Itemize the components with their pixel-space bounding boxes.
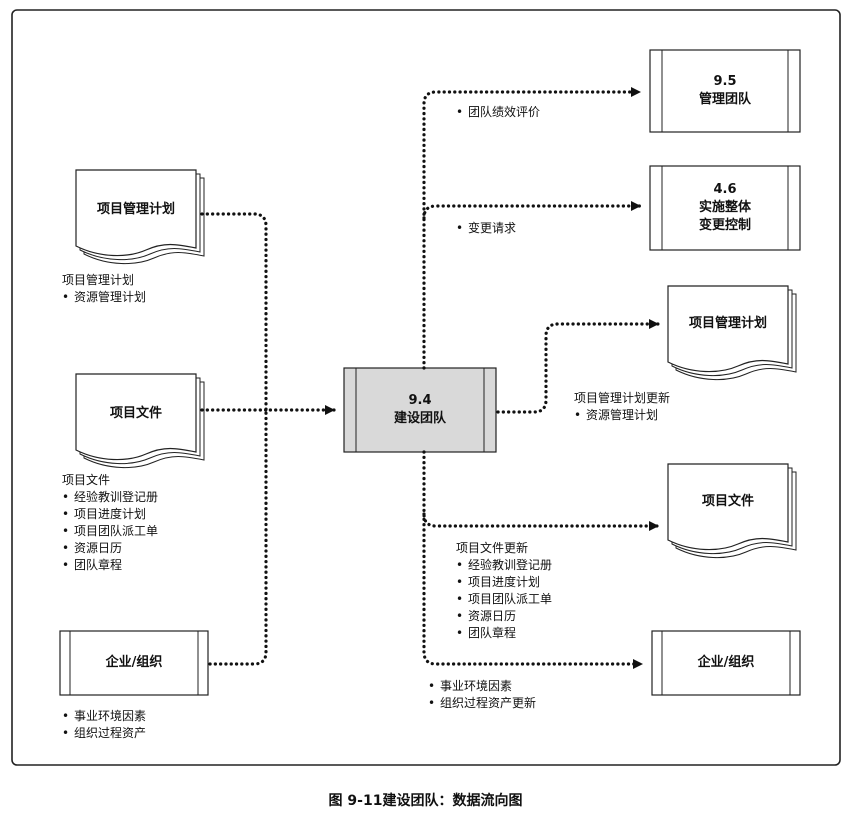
output-enterprise-annotation: 事业环境因素 组织过程资产更新 (428, 678, 536, 712)
input-enterprise-item: 事业环境因素 (62, 708, 146, 725)
change-control-number: 4.6 (713, 182, 737, 197)
figure-caption: 图 9-11建设团队：数据流向图 (328, 793, 523, 809)
process-name: 建设团队 (393, 411, 446, 426)
process-9-4-label: 9.4 建设团队 (356, 368, 484, 452)
input-enterprise-box[interactable] (59, 630, 209, 696)
flow-plan-to-process (200, 212, 336, 415)
input-plan-title: 项目管理计划 (96, 202, 175, 217)
output-plan-title: 项目管理计划 (688, 316, 767, 331)
flow-process-to-docs (422, 450, 660, 531)
output-docs-title: 项目文件 (701, 494, 754, 509)
output-enterprise-item: 组织过程资产更新 (428, 695, 536, 712)
input-plan-item: 资源管理计划 (62, 289, 146, 306)
input-docs-document-stack[interactable] (75, 373, 205, 469)
input-docs-title: 项目文件 (109, 406, 162, 421)
input-enterprise-item: 组织过程资产 (62, 725, 146, 742)
input-docs-item: 项目进度计划 (62, 506, 158, 523)
output-docs-item: 资源日历 (456, 608, 552, 625)
flow-process-to-enterprise (422, 512, 644, 669)
process-9-4-box[interactable] (343, 367, 497, 453)
process-number: 9.4 (408, 393, 432, 408)
output-docs-annotation: 项目文件更新 经验教训登记册 项目进度计划 项目团队派工单 资源日历 团队章程 (456, 540, 552, 642)
output-manage-team-annotation: 团队绩效评价 (456, 104, 540, 121)
output-manage-team-label: 9.5 管理团队 (662, 50, 788, 132)
output-manage-team-box[interactable] (649, 49, 801, 133)
flow-process-to-plan (496, 319, 660, 414)
input-enterprise-annotation: 事业环境因素 组织过程资产 (62, 708, 146, 742)
input-docs-annotation: 项目文件 经验教训登记册 项目进度计划 项目团队派工单 资源日历 团队章程 (62, 472, 158, 574)
output-docs-annotation-head: 项目文件更新 (456, 541, 529, 555)
output-docs-item: 经验教训登记册 (456, 557, 552, 574)
output-plan-item: 资源管理计划 (574, 407, 670, 424)
input-docs-item: 经验教训登记册 (62, 489, 158, 506)
output-plan-annotation-head: 项目管理计划更新 (574, 391, 671, 405)
output-docs-item: 团队章程 (456, 625, 552, 642)
flow-enterprise-to-process (208, 408, 268, 666)
output-docs-document-stack[interactable] (667, 463, 797, 559)
change-control-name-line2: 变更控制 (698, 218, 751, 233)
flow-process-to-change-control (422, 201, 642, 220)
input-docs-item: 团队章程 (62, 557, 158, 574)
input-docs-item: 资源日历 (62, 540, 158, 557)
output-enterprise-title: 企业/组织 (697, 655, 755, 670)
input-plan-annotation-head: 项目管理计划 (62, 273, 135, 287)
change-control-item: 变更请求 (456, 220, 516, 237)
output-change-control-label: 4.6 实施整体 变更控制 (662, 166, 788, 250)
output-enterprise-item: 事业环境因素 (428, 678, 536, 695)
manage-team-name: 管理团队 (698, 92, 751, 107)
input-plan-annotation: 项目管理计划 资源管理计划 (62, 272, 146, 306)
manage-team-item: 团队绩效评价 (456, 104, 540, 121)
input-docs-annotation-head: 项目文件 (62, 473, 111, 487)
output-docs-item: 项目团队派工单 (456, 591, 552, 608)
output-plan-annotation: 项目管理计划更新 资源管理计划 (574, 390, 670, 424)
output-change-control-annotation: 变更请求 (456, 220, 516, 237)
output-plan-document-stack[interactable] (667, 285, 797, 381)
input-enterprise-title: 企业/组织 (105, 655, 163, 670)
input-plan-document-stack[interactable] (75, 169, 205, 265)
manage-team-number: 9.5 (713, 74, 737, 89)
output-docs-item: 项目进度计划 (456, 574, 552, 591)
diagram-frame (11, 9, 841, 766)
change-control-name-line1: 实施整体 (698, 200, 751, 215)
input-docs-item: 项目团队派工单 (62, 523, 158, 540)
output-integrated-change-box[interactable] (649, 165, 801, 251)
output-enterprise-box[interactable] (651, 630, 801, 696)
flow-process-to-manage-team (422, 87, 642, 370)
